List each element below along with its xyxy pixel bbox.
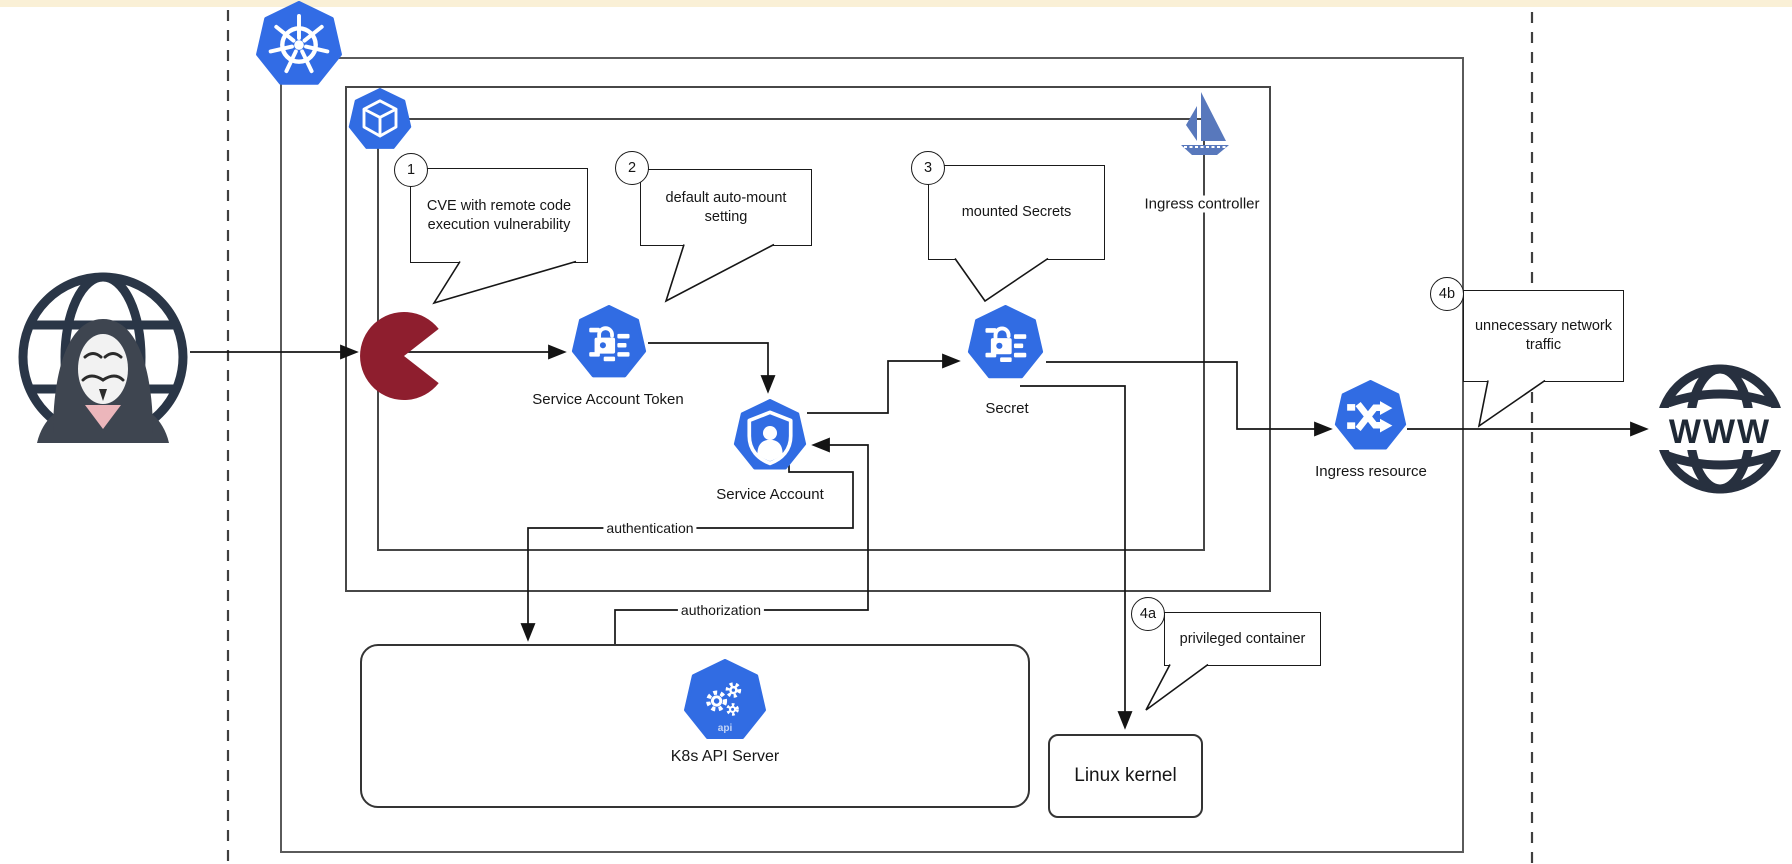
top-banner: [0, 0, 1792, 7]
www-label: WWW: [1669, 413, 1771, 451]
callout-4b: unnecessary network traffic: [1463, 290, 1624, 382]
secret-icon: [967, 305, 1044, 382]
service-account-label: Service Account: [716, 486, 824, 503]
pod-icon: [348, 88, 412, 152]
cluster-box: [280, 57, 1464, 853]
callout-1-badge: 1: [394, 153, 428, 187]
service-account-token-icon: [571, 305, 647, 381]
authentication-label: authentication: [603, 520, 697, 536]
api-server-label: K8s API Server: [670, 748, 780, 765]
callout-2: default auto-mount setting: [640, 169, 812, 246]
callout-1: CVE with remote code execution vulnerabi…: [410, 168, 588, 263]
ingress-controller-label: Ingress controller: [1141, 195, 1263, 213]
callout-4b-badge: 4b: [1430, 277, 1464, 311]
callout-3-text: mounted Secrets: [961, 204, 1072, 221]
attacker-icon: [13, 267, 193, 447]
ingress-resource-label: Ingress resource: [1315, 463, 1427, 480]
service-account-token-label: Service Account Token: [532, 391, 684, 408]
callout-3: mounted Secrets: [928, 165, 1105, 260]
callout-3-badge: 3: [911, 151, 945, 185]
authorization-label: authorization: [677, 602, 765, 618]
www-globe-icon: WWW: [1654, 363, 1787, 496]
linux-kernel-label: Linux kernel: [1074, 765, 1177, 786]
callout-4b-text: unnecessary network traffic: [1474, 318, 1612, 353]
ingress-resource-icon: [1334, 380, 1407, 453]
callout-4a: privileged container: [1164, 612, 1321, 666]
service-account-icon: [733, 399, 807, 473]
compromised-container-icon: [356, 308, 452, 404]
callout-4a-badge: 4a: [1131, 597, 1165, 631]
api-server-icon: api: [683, 659, 767, 743]
callout-1-text: CVE with remote code execution vulnerabi…: [426, 197, 572, 233]
secret-label: Secret: [985, 400, 1029, 417]
callout-4b-tail: [1477, 379, 1546, 428]
callout-4b-number: 4b: [1438, 286, 1456, 302]
callout-2-number: 2: [627, 160, 637, 176]
callout-2-text: default auto-mount setting: [665, 189, 787, 225]
callout-1-number: 1: [406, 162, 416, 178]
callout-4a-text: privileged container: [1179, 630, 1306, 647]
ingress-controller-icon: [1167, 88, 1231, 184]
callout-3-number: 3: [923, 160, 933, 176]
svg-text:api: api: [718, 723, 733, 734]
callout-2-badge: 2: [615, 151, 649, 185]
callout-4a-number: 4a: [1139, 606, 1157, 622]
linux-kernel-box: Linux kernel: [1048, 734, 1203, 818]
kubernetes-logo-icon: [255, 0, 343, 89]
